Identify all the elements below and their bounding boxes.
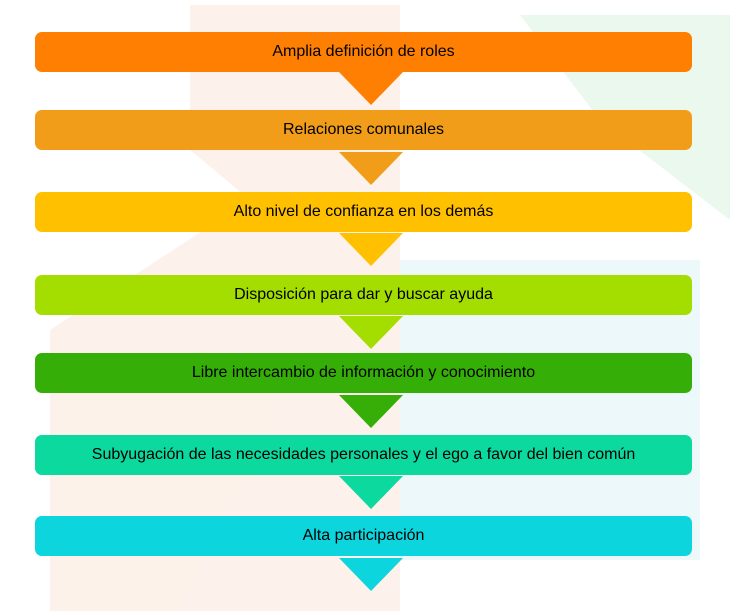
step-intercambio: Libre intercambio de información y conoc… <box>35 353 692 393</box>
step-relaciones: Relaciones comunales <box>35 110 692 150</box>
step-roles: Amplia definición de roles <box>35 32 692 72</box>
down-arrow-icon <box>339 152 403 185</box>
step-confianza: Alto nivel de confianza en los demás <box>35 192 692 232</box>
down-arrow-icon <box>339 316 403 349</box>
down-arrow-icon <box>339 476 403 509</box>
down-arrow-icon <box>339 233 403 266</box>
step-participacion: Alta participación <box>35 516 692 556</box>
down-arrow-icon <box>339 395 403 428</box>
down-arrow-icon <box>339 558 403 591</box>
step-subyugacion: Subyugación de las necesidades personale… <box>35 435 692 475</box>
step-ayuda: Disposición para dar y buscar ayuda <box>35 275 692 315</box>
background-shape-blue <box>400 260 700 560</box>
down-arrow-icon <box>339 72 403 105</box>
